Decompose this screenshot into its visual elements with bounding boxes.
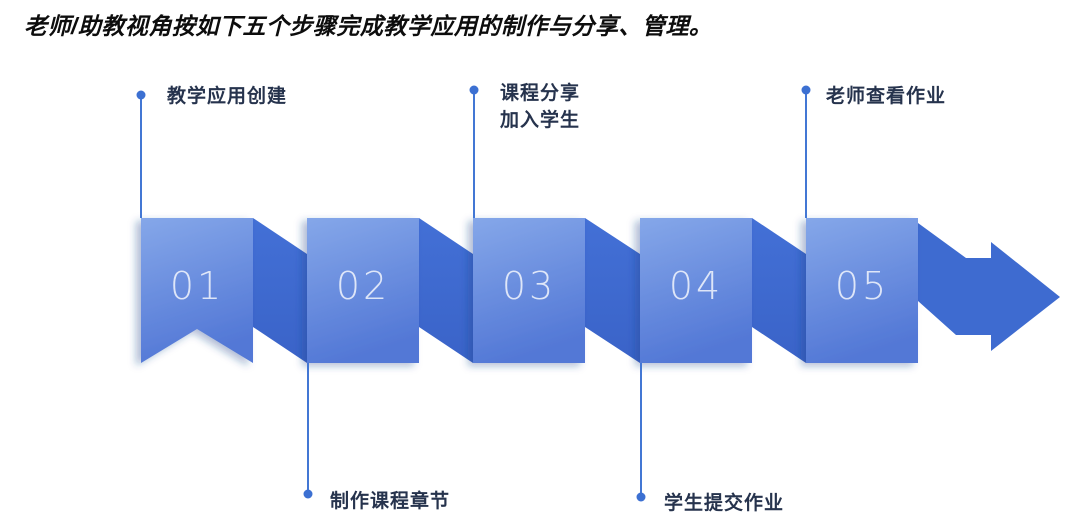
ribbon-fold-3 bbox=[585, 218, 640, 363]
step-label-5-text: 老师查看作业 bbox=[826, 86, 947, 107]
connector-dot-3 bbox=[469, 85, 479, 95]
step-label-4: 学生提交作业 bbox=[664, 490, 784, 517]
step-label-3-text-line2: 加入学生 bbox=[500, 110, 581, 131]
step-banner-1 bbox=[141, 218, 253, 363]
connector-dot-4 bbox=[636, 492, 646, 502]
step-label-2: 制作课程章节 bbox=[330, 488, 450, 515]
connector-dot-1 bbox=[136, 90, 146, 100]
step-label-5: 老师查看作业 bbox=[826, 83, 946, 110]
step-label-1: 教学应用创建 bbox=[167, 83, 287, 110]
connector-dot-2 bbox=[303, 489, 313, 499]
step-label-3-text-line1: 课程分享 bbox=[500, 83, 581, 104]
ribbon-fold-2 bbox=[419, 218, 473, 363]
step-banner-3 bbox=[473, 218, 585, 363]
step-label-3: 课程分享 加入学生 bbox=[500, 80, 580, 134]
step-banner-4 bbox=[640, 218, 752, 363]
flow-arrow bbox=[918, 223, 1060, 351]
ribbon-fold-1 bbox=[253, 218, 307, 363]
step-label-1-text: 教学应用创建 bbox=[167, 86, 288, 107]
step-label-2-text: 制作课程章节 bbox=[330, 491, 451, 512]
step-banner-2 bbox=[307, 218, 419, 363]
ribbon-fold-4 bbox=[752, 218, 806, 363]
page-title: 老师/助教视角按如下五个步骤完成教学应用的制作与分享、管理。 bbox=[24, 13, 713, 39]
connector-dot-5 bbox=[801, 85, 811, 95]
step-label-4-text: 学生提交作业 bbox=[664, 493, 785, 514]
step-banner-5 bbox=[806, 218, 918, 363]
